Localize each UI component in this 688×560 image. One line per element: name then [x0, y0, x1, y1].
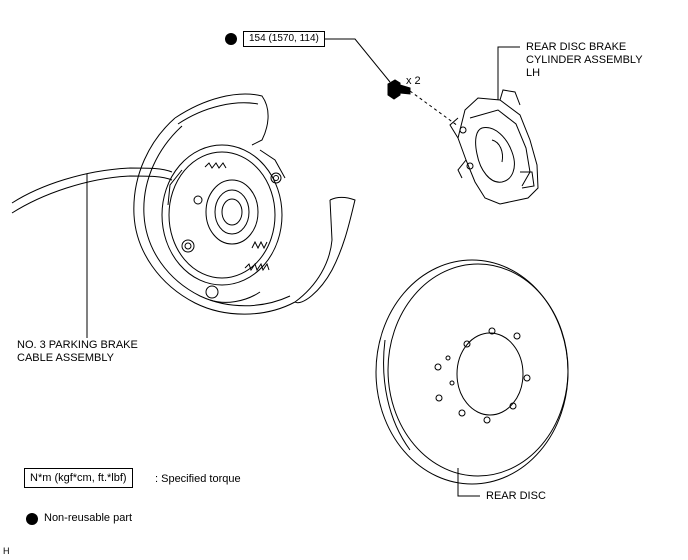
legend-non-reusable-icon — [26, 513, 38, 525]
caliper-label: REAR DISC BRAKE CYLINDER ASSEMBLY LH — [526, 41, 643, 79]
legend-unit-desc: : Specified torque — [155, 473, 241, 485]
cable-label: NO. 3 PARKING BRAKE CABLE ASSEMBLY — [17, 339, 138, 364]
torque-spec-box: 154 (1570, 114) — [243, 31, 325, 47]
caliper-leader-line — [497, 46, 520, 100]
parking-brake-cable — [11, 167, 173, 214]
disc-label: REAR DISC — [486, 490, 546, 502]
rear-disc — [375, 259, 569, 485]
brake-backing-plate — [133, 93, 356, 315]
torque-leader-line — [322, 38, 391, 83]
figure-code: H — [3, 546, 10, 556]
disc-leader-line — [457, 468, 480, 497]
legend-unit-box: N*m (kgf*cm, ft.*lbf) — [24, 468, 133, 488]
caliper-bolt — [387, 79, 459, 127]
non-reusable-mark-icon — [225, 33, 237, 45]
brake-caliper — [449, 89, 539, 205]
legend-non-reusable-desc: Non-reusable part — [44, 512, 133, 524]
bolt-quantity-label: x 2 — [406, 75, 421, 87]
